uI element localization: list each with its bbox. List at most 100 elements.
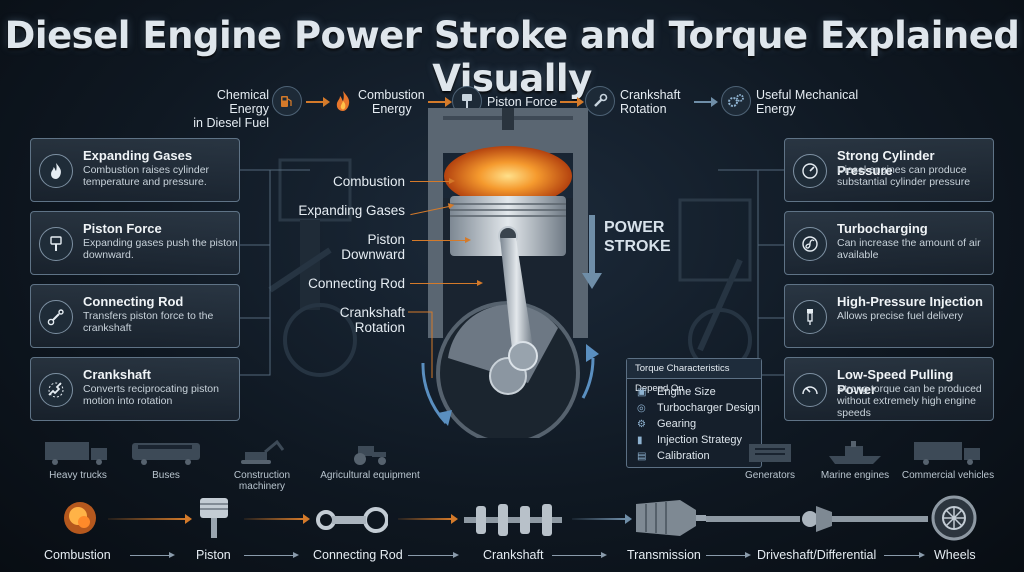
app-marine-engines: Marine engines: [818, 440, 892, 481]
wrench-icon: [585, 86, 615, 116]
generator-icon: [749, 444, 791, 462]
flow-arrow: [428, 97, 452, 107]
card-description: Strong torque can be produced without ex…: [837, 383, 982, 419]
pointer-crankshaft: [408, 311, 433, 378]
card-low-speed-pulling-power: Low-Speed Pulling Power Strong torque ca…: [784, 357, 994, 421]
connecting-rod-part-icon: [316, 507, 388, 533]
transmission-part-icon: [636, 500, 706, 536]
flow-arrow: [694, 97, 718, 107]
turbo-icon: [793, 227, 827, 261]
torque-item-calibration: ▤Calibration: [637, 450, 710, 462]
card-title: High-Pressure Injection: [837, 294, 983, 309]
piston-part-icon: [200, 498, 228, 538]
drivetrain-label-arrow: [244, 552, 299, 558]
card-title: Crankshaft: [83, 367, 151, 382]
torque-item-gearing: ⚙Gearing: [637, 418, 697, 430]
gear-icon: ⚙: [637, 419, 646, 430]
drivetrain-label-arrow: [884, 552, 925, 558]
calibration-icon: ▤: [637, 451, 647, 462]
label-expanding-gases: Expanding Gases: [298, 203, 405, 218]
connecting-rod-icon: [39, 300, 73, 334]
torque-box-heading: Torque Characteristics Depend On: [627, 359, 761, 394]
drivetrain-connecting-rod: Connecting Rod: [313, 548, 403, 562]
card-strong-cylinder-pressure: Strong Cylinder Pressure Diesel engines …: [784, 138, 994, 202]
drivetrain-label-arrow: [408, 552, 459, 558]
injector-icon: [793, 300, 827, 334]
card-title: Piston Force: [83, 221, 162, 236]
drivetrain-arrow: [108, 514, 192, 524]
injector-icon: ▮: [637, 435, 643, 446]
card-expanding-gases: Expanding Gases Combustion raises cylind…: [30, 138, 240, 202]
card-title: Expanding Gases: [83, 148, 193, 163]
page-title: Diesel Engine Power Stroke and Torque Ex…: [4, 14, 1020, 100]
card-description: Diesel engines can produce substantial c…: [837, 164, 971, 188]
card-description: Allows precise fuel delivery: [837, 310, 964, 322]
drivetrain-label-arrow: [130, 552, 175, 558]
speedometer-icon: [793, 373, 827, 407]
drivetrain-driveshaft-differential: Driveshaft/Differential: [757, 548, 877, 562]
card-crankshaft: Crankshaft Converts reciprocating piston…: [30, 357, 240, 421]
card-title: Strong Cylinder Pressure: [837, 148, 935, 178]
drivetrain-combustion: Combustion: [44, 548, 111, 562]
crankshaft-part-icon: [464, 504, 562, 536]
torque-item-injection: ▮Injection Strategy: [637, 434, 742, 446]
card-description: Can increase the amount of air available: [837, 237, 981, 261]
drivetrain-wheels: Wheels: [934, 548, 976, 562]
excavator-icon: [241, 440, 285, 464]
delivery-truck-icon: [914, 442, 980, 465]
app-heavy-trucks: Heavy trucks: [36, 440, 120, 481]
drivetrain-arrow: [398, 514, 458, 524]
torque-item-engine-size: ▣Engine Size: [637, 386, 716, 398]
engine-cutaway: [421, 108, 599, 438]
drivetrain-transmission: Transmission: [627, 548, 701, 562]
card-title: Connecting Rod: [83, 294, 184, 309]
crankshaft-icon: [39, 373, 73, 407]
right-connectors: [718, 169, 784, 376]
drivetrain-label-arrow: [552, 552, 607, 558]
bus-icon: [132, 443, 200, 465]
flow-arrow: [560, 97, 584, 107]
flow-arrow: [306, 97, 330, 107]
app-generators: Generators: [738, 440, 802, 481]
drivetrain-piston: Piston: [196, 548, 231, 562]
card-description: Expanding gases push the piston downward…: [83, 237, 238, 261]
gauge-icon: [793, 154, 827, 188]
piston-icon: [39, 227, 73, 261]
fuel-pump-icon: [272, 86, 302, 116]
flame-icon: [39, 154, 73, 188]
background-machinery-left: [268, 158, 357, 377]
card-description: Combustion raises cylinder temperature a…: [83, 164, 210, 188]
tractor-icon: [354, 446, 386, 465]
engine-icon: ▣: [637, 387, 647, 398]
app-agricultural-equipment: Agricultural equipment: [318, 440, 422, 481]
pointer-connecting-rod: [410, 280, 483, 286]
turbo-icon: ◎: [637, 403, 646, 414]
truck-icon: [45, 442, 107, 465]
app-construction-machinery: Construction machinery: [210, 440, 314, 492]
torque-item-turbocharger: ◎Turbocharger Design: [637, 402, 760, 414]
card-connecting-rod: Connecting Rod Transfers piston force to…: [30, 284, 240, 348]
drivetrain-arrow: [572, 514, 632, 524]
card-title: Low-Speed Pulling Power: [837, 367, 954, 397]
pointer-piston: [412, 237, 471, 243]
ship-icon: [829, 441, 881, 464]
drivetrain-arrow: [244, 514, 310, 524]
drivetrain-label-arrow: [706, 552, 751, 558]
card-title: Turbocharging: [837, 221, 928, 236]
label-combustion: Combustion: [332, 174, 405, 189]
pointer-combustion: [410, 178, 455, 184]
flame-icon: [328, 86, 358, 116]
card-high-pressure-injection: High-Pressure Injection Allows precise f…: [784, 284, 994, 348]
driveshaft-differential-icon: [706, 506, 928, 532]
label-connecting-rod: Connecting Rod: [308, 276, 405, 291]
app-commercial-vehicles: Commercial vehicles: [900, 440, 996, 481]
card-piston-force: Piston Force Expanding gases push the pi…: [30, 211, 240, 275]
gears-icon: [721, 86, 751, 116]
torque-characteristics-box: Torque Characteristics Depend On ▣Engine…: [626, 358, 762, 468]
